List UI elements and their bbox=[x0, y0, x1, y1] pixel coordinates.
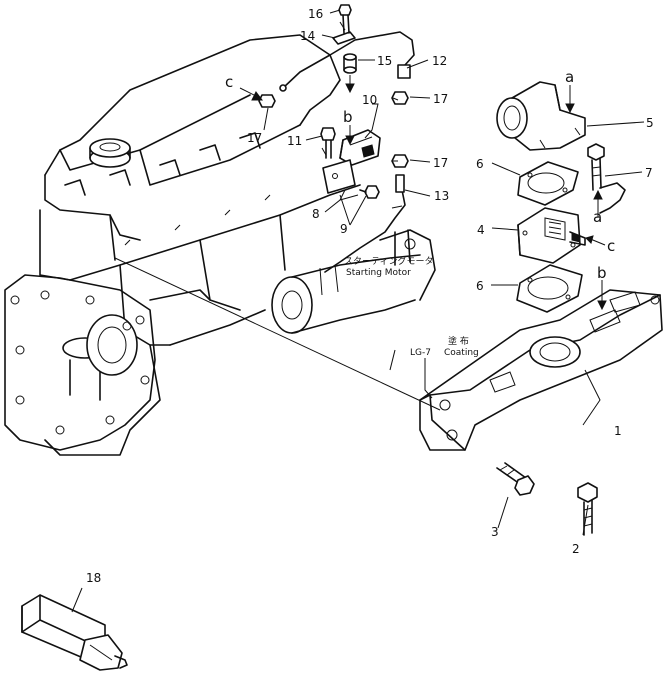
callout-5: 5 bbox=[646, 116, 654, 130]
engine-block bbox=[4, 34, 361, 456]
starting-motor bbox=[271, 229, 436, 334]
callout-17-middle: 17 bbox=[433, 156, 448, 170]
bolt-9 bbox=[359, 185, 380, 199]
callout-2: 2 bbox=[572, 542, 580, 556]
ref-letter-b-relay: b bbox=[343, 108, 353, 126]
callout-13: 13 bbox=[434, 189, 449, 203]
callout-6-upper: 6 bbox=[476, 157, 484, 171]
spacer-15 bbox=[343, 53, 357, 74]
ref-letter-c-wire: c bbox=[225, 73, 233, 91]
callout-3: 3 bbox=[491, 525, 499, 539]
ref-letter-c-heater: c bbox=[607, 237, 615, 255]
clamp-14 bbox=[332, 31, 356, 45]
gasket-lower bbox=[516, 264, 583, 313]
coating-label-en: Coating bbox=[444, 348, 479, 358]
callout-14: 14 bbox=[300, 29, 315, 43]
bracket-8 bbox=[322, 159, 356, 194]
assembly-line bbox=[114, 257, 441, 411]
bolt-11 bbox=[320, 127, 336, 159]
tool-18 bbox=[21, 594, 128, 671]
heater-wire bbox=[279, 31, 415, 92]
callout-7: 7 bbox=[645, 166, 653, 180]
leader-lines bbox=[71, 9, 645, 613]
air-heater bbox=[517, 207, 586, 264]
lg7-leader bbox=[424, 358, 433, 399]
bolt-16 bbox=[338, 4, 352, 34]
starting-motor-label-en: Starting Motor bbox=[346, 268, 411, 278]
bolt-7 bbox=[587, 143, 605, 191]
annotations: スターティングモータ Starting Motor 塗 布 Coating LG… bbox=[344, 255, 479, 399]
nut-17 bbox=[258, 91, 409, 168]
intake-connector bbox=[496, 81, 586, 151]
callout-9: 9 bbox=[340, 222, 348, 236]
bolt-3 bbox=[496, 462, 535, 496]
lg7-label: LG-7 bbox=[410, 348, 431, 358]
callout-17-upper: 17 bbox=[433, 92, 448, 106]
callout-10: 10 bbox=[362, 93, 377, 107]
reference-letters: a a b b c c bbox=[225, 68, 615, 282]
ref-letter-a-top: a bbox=[565, 68, 574, 86]
intake-manifold bbox=[419, 289, 663, 451]
sensor-wire bbox=[324, 179, 626, 273]
callout-18: 18 bbox=[86, 571, 101, 585]
connector-13 bbox=[395, 174, 405, 193]
connector-12 bbox=[397, 64, 411, 79]
callout-numbers: 1 2 3 4 5 6 6 7 8 9 10 11 12 13 14 15 16… bbox=[86, 7, 654, 585]
callout-6-lower: 6 bbox=[476, 279, 484, 293]
callout-17-left: 17 bbox=[247, 131, 262, 145]
callout-16: 16 bbox=[308, 7, 323, 21]
callout-1: 1 bbox=[614, 424, 622, 438]
callout-15: 15 bbox=[377, 54, 392, 68]
heater-relay-10 bbox=[339, 129, 381, 166]
callout-4: 4 bbox=[477, 223, 485, 237]
gasket-upper bbox=[517, 161, 579, 206]
callout-12: 12 bbox=[432, 54, 447, 68]
ref-letter-a-heater: a bbox=[593, 208, 602, 226]
callout-8: 8 bbox=[312, 207, 320, 221]
coating-label-jp: 塗 布 bbox=[448, 335, 469, 347]
callout-11: 11 bbox=[287, 134, 302, 148]
front-hub bbox=[86, 314, 138, 376]
ref-letter-b-manifold: b bbox=[597, 264, 607, 282]
starting-motor-label-jp: スターティングモータ bbox=[344, 255, 433, 267]
